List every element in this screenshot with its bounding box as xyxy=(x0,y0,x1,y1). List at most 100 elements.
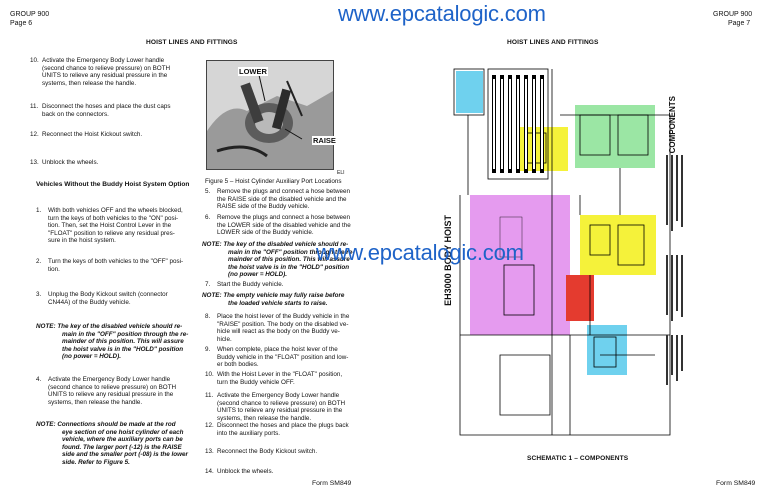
step-number: 13. xyxy=(205,448,214,455)
step-line: tion. Then, set the Hoist Control Lever … xyxy=(48,222,172,230)
step-line: systems, then release the handle. xyxy=(42,79,137,87)
step-line: Unplug the Body Kickout switch (connecto… xyxy=(48,291,168,298)
step-line: UNITS to relieve any residual pressure i… xyxy=(48,391,174,399)
step-item: 11.Activate the Emergency Body Lower han… xyxy=(205,392,385,422)
step-line: turn the Buddy vehicle OFF. xyxy=(217,378,295,386)
step-line: the LOWER side of the disabled vehicle a… xyxy=(217,221,351,229)
step-line: CN44A) of the Buddy vehicle. xyxy=(48,298,131,306)
step-text: Reconnect the Body Kickout switch. xyxy=(217,448,317,456)
red-block xyxy=(566,275,594,321)
step-item: 5. Remove the plugs and connect a hose be… xyxy=(205,188,385,211)
step-line: Disconnect the hoses and place the plugs… xyxy=(217,422,349,429)
step-line: UNITS to relieve any residual pressure i… xyxy=(217,407,343,415)
left-section-title: HOIST LINES AND FITTINGS xyxy=(146,39,238,46)
step-item: 3. Unplug the Body Kickout switch (connec… xyxy=(36,291,216,306)
step-item: 12.Reconnect the Hoist Kickout switch. xyxy=(30,131,210,139)
step-text: Turn the keys of both vehicles to the "O… xyxy=(48,258,183,273)
step-line: hicle. xyxy=(217,335,232,343)
step-line: Disconnect the hoses and place the dust … xyxy=(42,103,171,110)
note-block: NOTE: Connections should be made at the … xyxy=(36,421,188,467)
schematic-diagram xyxy=(440,55,692,450)
note-line: mainder of this position. This will assu… xyxy=(62,338,184,346)
step-text: Remove the plugs and connect a hose betw… xyxy=(217,214,351,237)
step-line: Start the Buddy vehicle. xyxy=(217,281,284,288)
step-item: 4. Activate the Emergency Body Lower hand… xyxy=(36,376,216,406)
step-item: 2. Turn the keys of both vehicles to the … xyxy=(36,258,216,273)
note-line: main in the "OFF" position through the r… xyxy=(228,248,355,256)
step-line: Activate the Emergency Body Lower handle xyxy=(217,392,340,399)
step-line: Buddy vehicle in the "FLOAT" position an… xyxy=(217,353,349,361)
step-number: 4. xyxy=(36,376,42,383)
figure-code: ELI xyxy=(337,170,345,176)
step-line: Reconnect the Hoist Kickout switch. xyxy=(42,131,143,138)
step-line: systems, then release the handle. xyxy=(48,398,143,406)
step-line: tion. xyxy=(48,265,60,273)
step-number: 9. xyxy=(205,346,211,353)
note-line: vehicle, where the auxiliary ports can b… xyxy=(62,436,183,444)
right-form-number: Form SM849 xyxy=(716,480,756,487)
schematic-caption: SCHEMATIC 1 – COMPONENTS xyxy=(527,455,629,462)
components-label: COMPONENTS xyxy=(668,96,677,154)
step-line: (second chance to relieve pressure) on B… xyxy=(217,399,346,407)
step-text: With the Hoist Lever in the "FLOAT" posi… xyxy=(217,371,342,386)
step-number: 5. xyxy=(205,188,211,195)
step-item: 14.Unblock the wheels. xyxy=(205,468,385,476)
step-line: Unblock the wheels. xyxy=(42,159,99,166)
step-line: UNITS to relieve any residual pressure i… xyxy=(42,72,168,80)
step-item: 13.Reconnect the Body Kickout switch. xyxy=(205,448,385,456)
figure-label-raise: RAISE xyxy=(312,136,337,145)
note-line: NOTE: Connections should be made at the … xyxy=(36,421,176,428)
step-line: Reconnect the Body Kickout switch. xyxy=(217,448,318,455)
step-text: Place the hoist lever of the Buddy vehic… xyxy=(217,313,349,343)
step-text: Activate the Emergency Body Lower handle… xyxy=(217,392,345,422)
step-line: With the Hoist Lever in the "FLOAT" posi… xyxy=(217,371,343,378)
step-number: 10. xyxy=(30,57,39,64)
step-number: 13. xyxy=(30,159,39,166)
left-group-label: GROUP 900 xyxy=(10,11,50,18)
step-line: Turn the keys of both vehicles to the "O… xyxy=(48,258,184,265)
step-line: into the auxiliary ports. xyxy=(217,429,280,437)
step-text: Unblock the wheels. xyxy=(217,468,273,476)
right-page-number: Page 7 xyxy=(728,20,751,27)
step-item: 1.With both vehicles OFF and the wheels … xyxy=(36,207,216,245)
step-item: 10.With the Hoist Lever in the "FLOAT" p… xyxy=(205,371,385,386)
step-text: When complete, place the hoist lever of … xyxy=(217,346,348,369)
step-text: Activate the Emergency Body Lower handle… xyxy=(48,376,176,406)
step-line: "RAISE" position. The body on the disabl… xyxy=(217,320,349,328)
step-line: turn the keys of both vehicles to the "O… xyxy=(48,214,179,222)
step-number: 3. xyxy=(36,291,42,298)
step-number: 8. xyxy=(205,313,211,320)
step-text: Activate the Emergency Body Lower handle… xyxy=(42,57,170,87)
step-line: systems, then release the handle. xyxy=(217,414,312,422)
step-text: Remove the plugs and connect a hose betw… xyxy=(217,188,350,211)
step-number: 11. xyxy=(205,392,214,399)
step-line: Unblock the wheels. xyxy=(217,468,274,475)
step-text: Disconnect the hoses and place the plugs… xyxy=(217,422,349,437)
step-line: When complete, place the hoist lever of … xyxy=(217,346,338,353)
step-number: 2. xyxy=(36,258,42,265)
step-text: Unblock the wheels. xyxy=(42,159,98,167)
figure-5-photo xyxy=(206,60,334,170)
watermark-text: www.epcatalogic.com xyxy=(316,240,524,265)
left-form-number: Form SM849 xyxy=(312,480,352,487)
step-text: Unplug the Body Kickout switch (connecto… xyxy=(48,291,168,306)
note-line: side. Refer to Figure 5. xyxy=(62,458,130,466)
cyan-block-top xyxy=(456,71,483,113)
step-line: back on the connectors. xyxy=(42,110,109,118)
step-line: sure in the hoist system. xyxy=(48,237,116,245)
step-line: RAISE side of the Buddy vehicle. xyxy=(217,203,310,211)
step-line: Activate the Emergency Body Lower handle xyxy=(42,57,165,64)
note-line: (no power = HOLD). xyxy=(228,271,287,279)
note-block: NOTE: The key of the disabled vehicle sh… xyxy=(202,241,354,279)
green-block xyxy=(575,105,655,168)
note-line: NOTE: The key of the disabled vehicle sh… xyxy=(202,241,349,248)
note-line: NOTE: The key of the disabled vehicle sh… xyxy=(36,323,183,330)
step-number: 14. xyxy=(205,468,214,475)
note-line: (no power = HOLD). xyxy=(62,353,121,361)
step-item: 10.Activate the Emergency Body Lower han… xyxy=(30,57,210,87)
step-line: LOWER side of the Buddy vehicle. xyxy=(217,229,314,237)
right-section-title: HOIST LINES AND FITTINGS xyxy=(507,39,599,46)
step-item: 12.Disconnect the hoses and place the pl… xyxy=(205,422,385,437)
figure-caption: Figure 5 – Hoist Cylinder Auxiliary Port… xyxy=(205,178,342,185)
step-number: 6. xyxy=(205,214,211,221)
